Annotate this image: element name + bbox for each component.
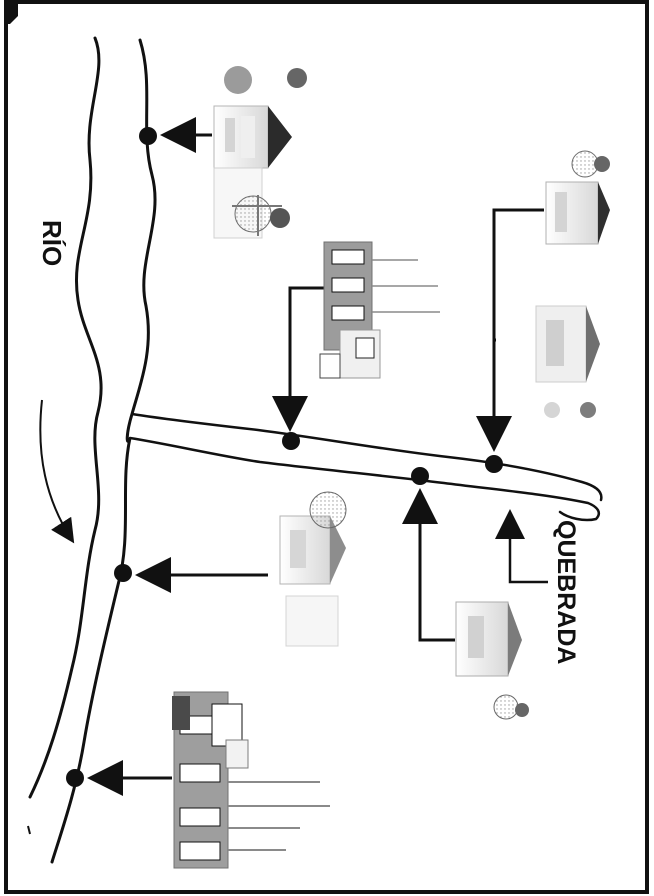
discharge-point-icon <box>114 564 132 582</box>
house-icon <box>545 150 610 245</box>
corner-mark <box>6 2 18 24</box>
flow-arrow-icon <box>39 399 75 544</box>
river-left-bank <box>28 36 103 799</box>
discharge-arrow <box>272 286 324 432</box>
discharge-arrow <box>476 208 544 452</box>
building-icon <box>319 241 440 379</box>
discharge-point-icon <box>411 467 429 485</box>
bottom-mark <box>27 825 31 835</box>
river-label: RÍO <box>37 220 67 266</box>
discharge-arrow <box>402 488 455 642</box>
house-icon <box>535 305 600 418</box>
house-icon <box>279 491 347 647</box>
discharge-point-icon <box>282 432 300 450</box>
stream-upper-bank <box>130 412 603 502</box>
river-right-bank <box>50 38 157 864</box>
stream-pointer-arrow <box>495 509 548 584</box>
diagram-border <box>4 0 649 894</box>
stream-label: QUEBRADA <box>552 520 580 664</box>
discharge-point-icon <box>66 769 84 787</box>
tree-icon <box>224 66 307 236</box>
discharge-point-icon <box>139 127 157 145</box>
discharge-point-icon <box>485 455 503 473</box>
building-icon <box>172 691 330 869</box>
house-icon <box>455 601 529 720</box>
stream-lower-bank <box>128 436 600 522</box>
